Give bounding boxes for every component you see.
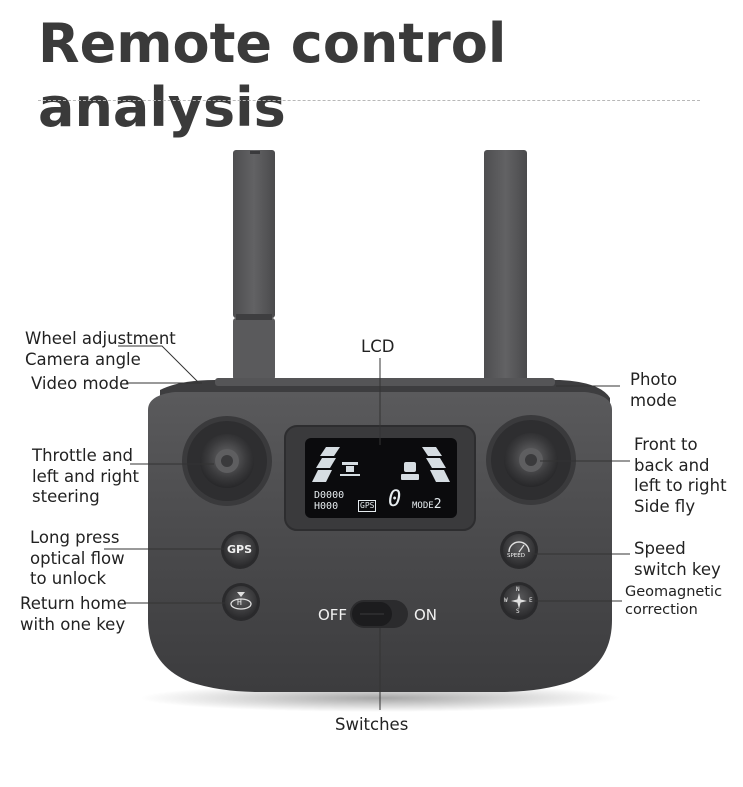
lcd-robot-icon [401,462,419,480]
switch-on-label: ON [414,606,438,624]
label-lcd: LCD [361,337,395,356]
switch-off-label: OFF [318,606,348,624]
compass-n-label: N [516,586,520,593]
right-joystick [486,415,576,505]
label-switches: Switches [335,715,409,734]
lcd-d-prefix: D [314,490,321,501]
leader-lines [104,345,630,710]
lcd-mode-label: MODE2 [412,497,442,512]
lcd-signal-bars-right [422,447,450,482]
power-switch [350,600,408,628]
home-button-label[interactable]: H [237,598,242,607]
speed-button [500,531,538,569]
left-joystick [182,416,272,506]
compass-button [500,582,538,620]
right-antenna [484,150,527,382]
compass-s-label: S [516,608,520,615]
lcd-screen [305,438,457,518]
lcd-gps-indicator: GPS [358,500,377,512]
return-home-button [222,583,260,621]
page-title: Remote control analysis [38,12,507,139]
label-geomagnetic: Geomagnetic correction [625,584,723,618]
lcd-h-value: 000 [320,501,339,512]
lcd-mode-text: MODE [412,501,434,511]
lcd-big-digit: 0 [388,487,402,512]
lcd-height-readout: H000 [314,501,338,512]
lcd-d-value: 0000 [320,490,345,501]
label-wheel-adjustment: Wheel adjustment Camera angle [25,329,176,369]
title-divider [38,100,700,101]
gps-button [221,531,259,569]
label-long-press-gps: Long press optical flow to unlock [30,528,125,588]
lcd-h-prefix: H [314,501,321,512]
label-video-mode: Video mode [31,374,130,393]
compass-e-label: E [529,597,533,604]
label-return-home: Return home with one key [20,594,127,634]
lcd-signal-bars-left [312,447,340,482]
left-antenna [233,150,275,380]
label-throttle: Throttle and left and right steering [32,446,140,506]
label-photo-mode: Photo mode [630,370,678,410]
gps-button-label[interactable]: GPS [227,543,253,556]
label-speed-switch: Speed switch key [634,539,721,579]
lcd-mode-number: 2 [433,497,442,512]
lcd-drone-icon [340,462,360,476]
compass-w-label: W [504,597,508,604]
speed-button-label[interactable]: SPEED [507,553,525,559]
label-front-back: Front to back and left to right Side fly [634,435,727,516]
lcd-distance-readout: D0000 [314,490,344,501]
